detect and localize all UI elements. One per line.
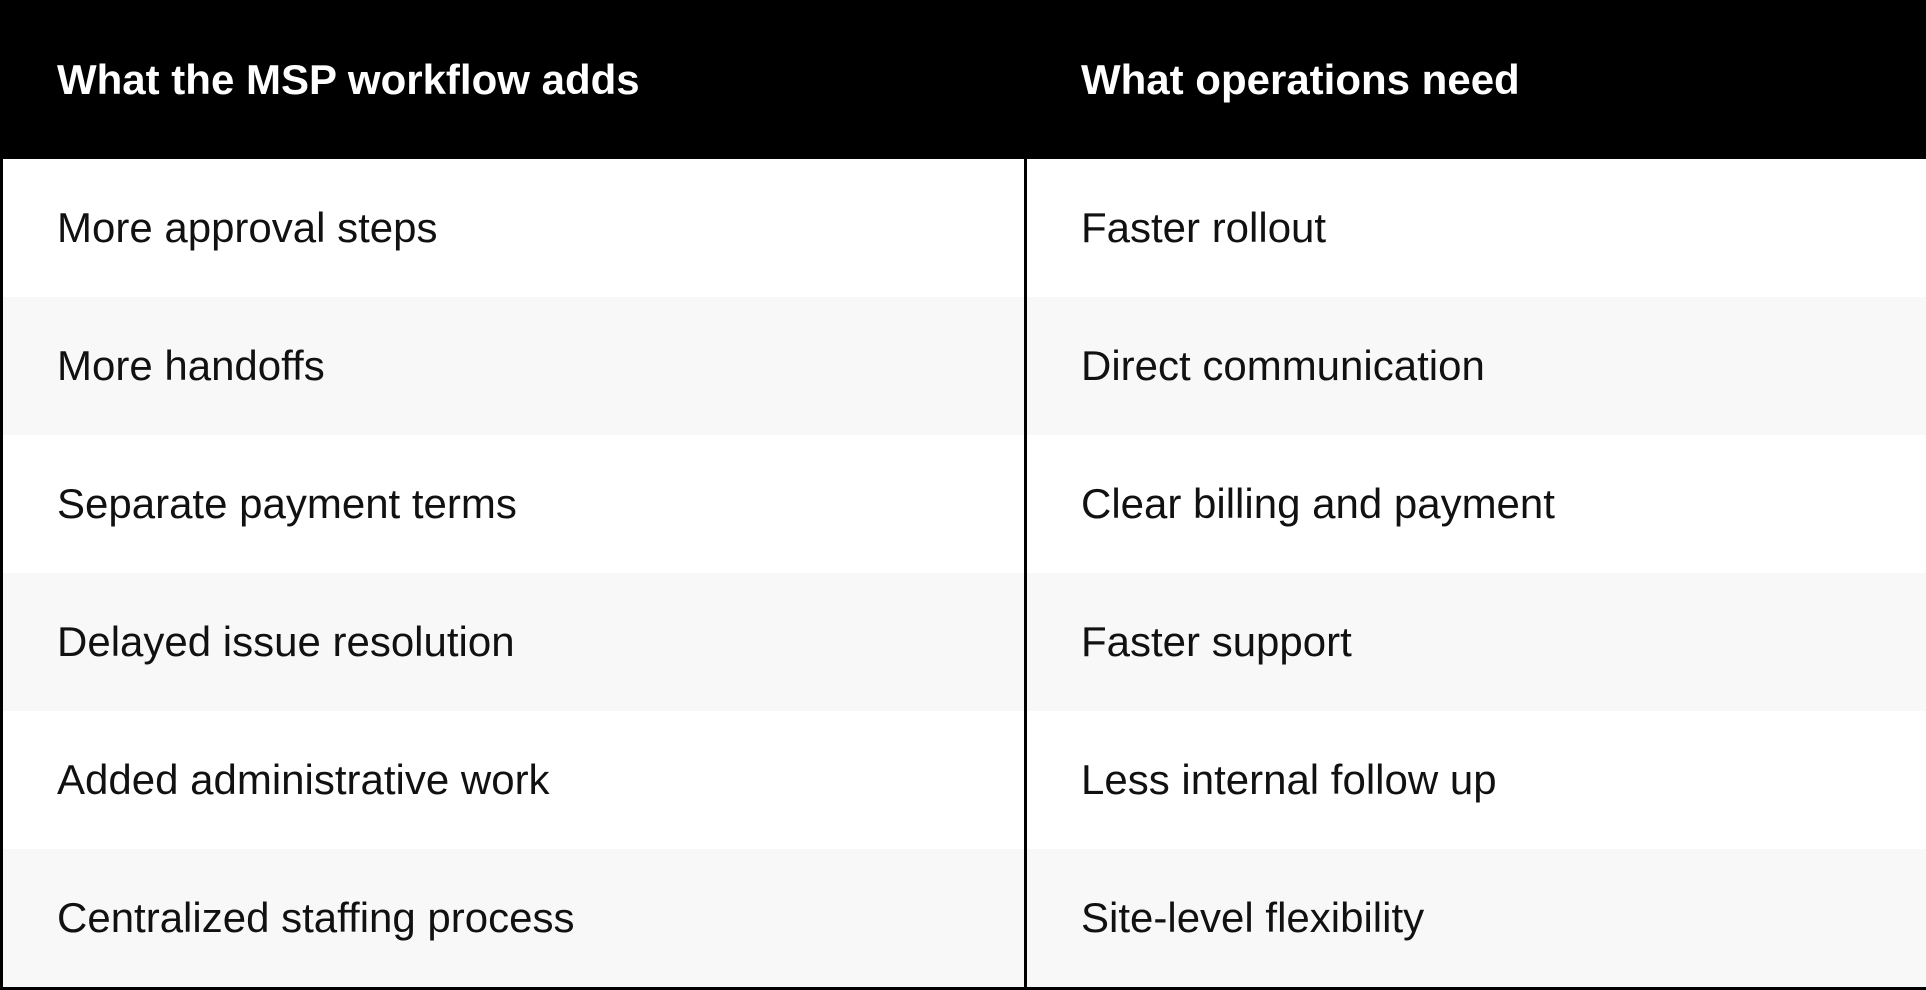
table-row: Added administrative work Less internal … [3,711,1926,849]
table-header: What the MSP workflow adds What operatio… [0,0,1926,159]
table-row: More handoffs Direct communication [3,297,1926,435]
table-row: Centralized staffing process Site-level … [3,849,1926,987]
operations-need-cell: Faster rollout [1081,204,1327,251]
operations-need-cell: Faster support [1081,618,1352,665]
column-divider [1024,159,1027,987]
operations-need-cell: Site-level flexibility [1081,894,1425,941]
column-header-operations-need: What operations need [1081,55,1520,103]
table-body: More approval steps Faster rollout More … [0,159,1926,990]
table-row: Delayed issue resolution Faster support [3,573,1926,711]
operations-need-cell: Less internal follow up [1081,756,1497,803]
table-row: Separate payment terms Clear billing and… [3,435,1926,573]
table-row: More approval steps Faster rollout [3,159,1926,297]
msp-adds-cell: Delayed issue resolution [57,618,515,665]
operations-need-cell: Direct communication [1081,342,1485,389]
msp-adds-cell: More approval steps [57,204,438,251]
msp-adds-cell: Added administrative work [57,756,550,803]
msp-adds-cell: Separate payment terms [57,480,517,527]
msp-adds-cell: Centralized staffing process [57,894,575,941]
operations-need-cell: Clear billing and payment [1081,480,1555,527]
column-header-msp-workflow: What the MSP workflow adds [57,55,640,103]
msp-adds-cell: More handoffs [57,342,325,389]
